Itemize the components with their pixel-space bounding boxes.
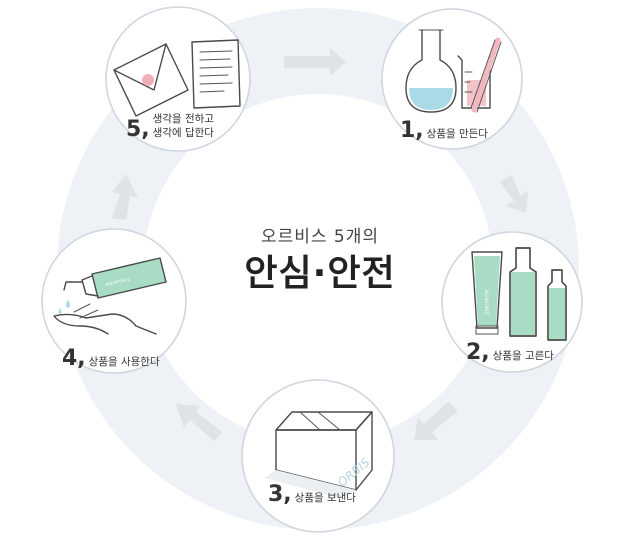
arrow-2-to-3 bbox=[414, 402, 458, 440]
step-5-number: 5, bbox=[126, 117, 150, 143]
step-2-text: 상품을 고른다 bbox=[492, 349, 554, 362]
step-5-text-line2: 생각에 답한다 bbox=[152, 127, 214, 140]
step-3-circle bbox=[241, 379, 395, 533]
flask-icon bbox=[405, 29, 502, 113]
step-3-text: 상품을 보낸다 bbox=[294, 491, 356, 504]
step-5-text: 생각을 전하고 생각에 답한다 bbox=[153, 112, 214, 141]
bottle-brand-text: AQUAFORCE bbox=[484, 290, 489, 315]
step-2-label: 2, 상품을 고른다 bbox=[466, 342, 554, 364]
step-1-label: 1, 상품을 만든다 bbox=[400, 120, 488, 142]
arrow-3-to-4 bbox=[176, 404, 222, 441]
arrow-1-to-2 bbox=[500, 175, 528, 213]
step-5-circle bbox=[105, 6, 251, 152]
center-title: 안심·안전 bbox=[244, 253, 396, 294]
step-5-text-line1: 생각을 전하고 bbox=[152, 113, 214, 125]
step-4-text: 상품을 사용한다 bbox=[88, 355, 160, 368]
bottles-icon: AQUAFORCE bbox=[471, 247, 567, 341]
step-3-number: 3, bbox=[268, 482, 292, 507]
step-1-circle bbox=[381, 8, 523, 150]
step-3-label: 3, 상품을 보낸다 bbox=[268, 484, 356, 506]
hand-dispenser-icon: AQUAFORCE bbox=[53, 257, 167, 335]
step-5-label: 5, 생각을 전하고 생각에 답한다 bbox=[126, 112, 214, 141]
center-subtitle: 오르비스 5개의 bbox=[260, 227, 380, 247]
step-4-number: 4, bbox=[62, 346, 86, 371]
letter-icon bbox=[113, 39, 241, 117]
step-1-number: 1, bbox=[400, 118, 424, 143]
arrow-4-to-5 bbox=[112, 174, 138, 220]
arrow-5-to-1 bbox=[284, 48, 346, 76]
dispenser-brand-text: AQUAFORCE bbox=[105, 276, 131, 287]
step-2-number: 2, bbox=[466, 340, 490, 365]
step-1-text: 상품을 만든다 bbox=[426, 127, 488, 140]
step-4-label: 4, 상품을 사용한다 bbox=[62, 348, 160, 370]
